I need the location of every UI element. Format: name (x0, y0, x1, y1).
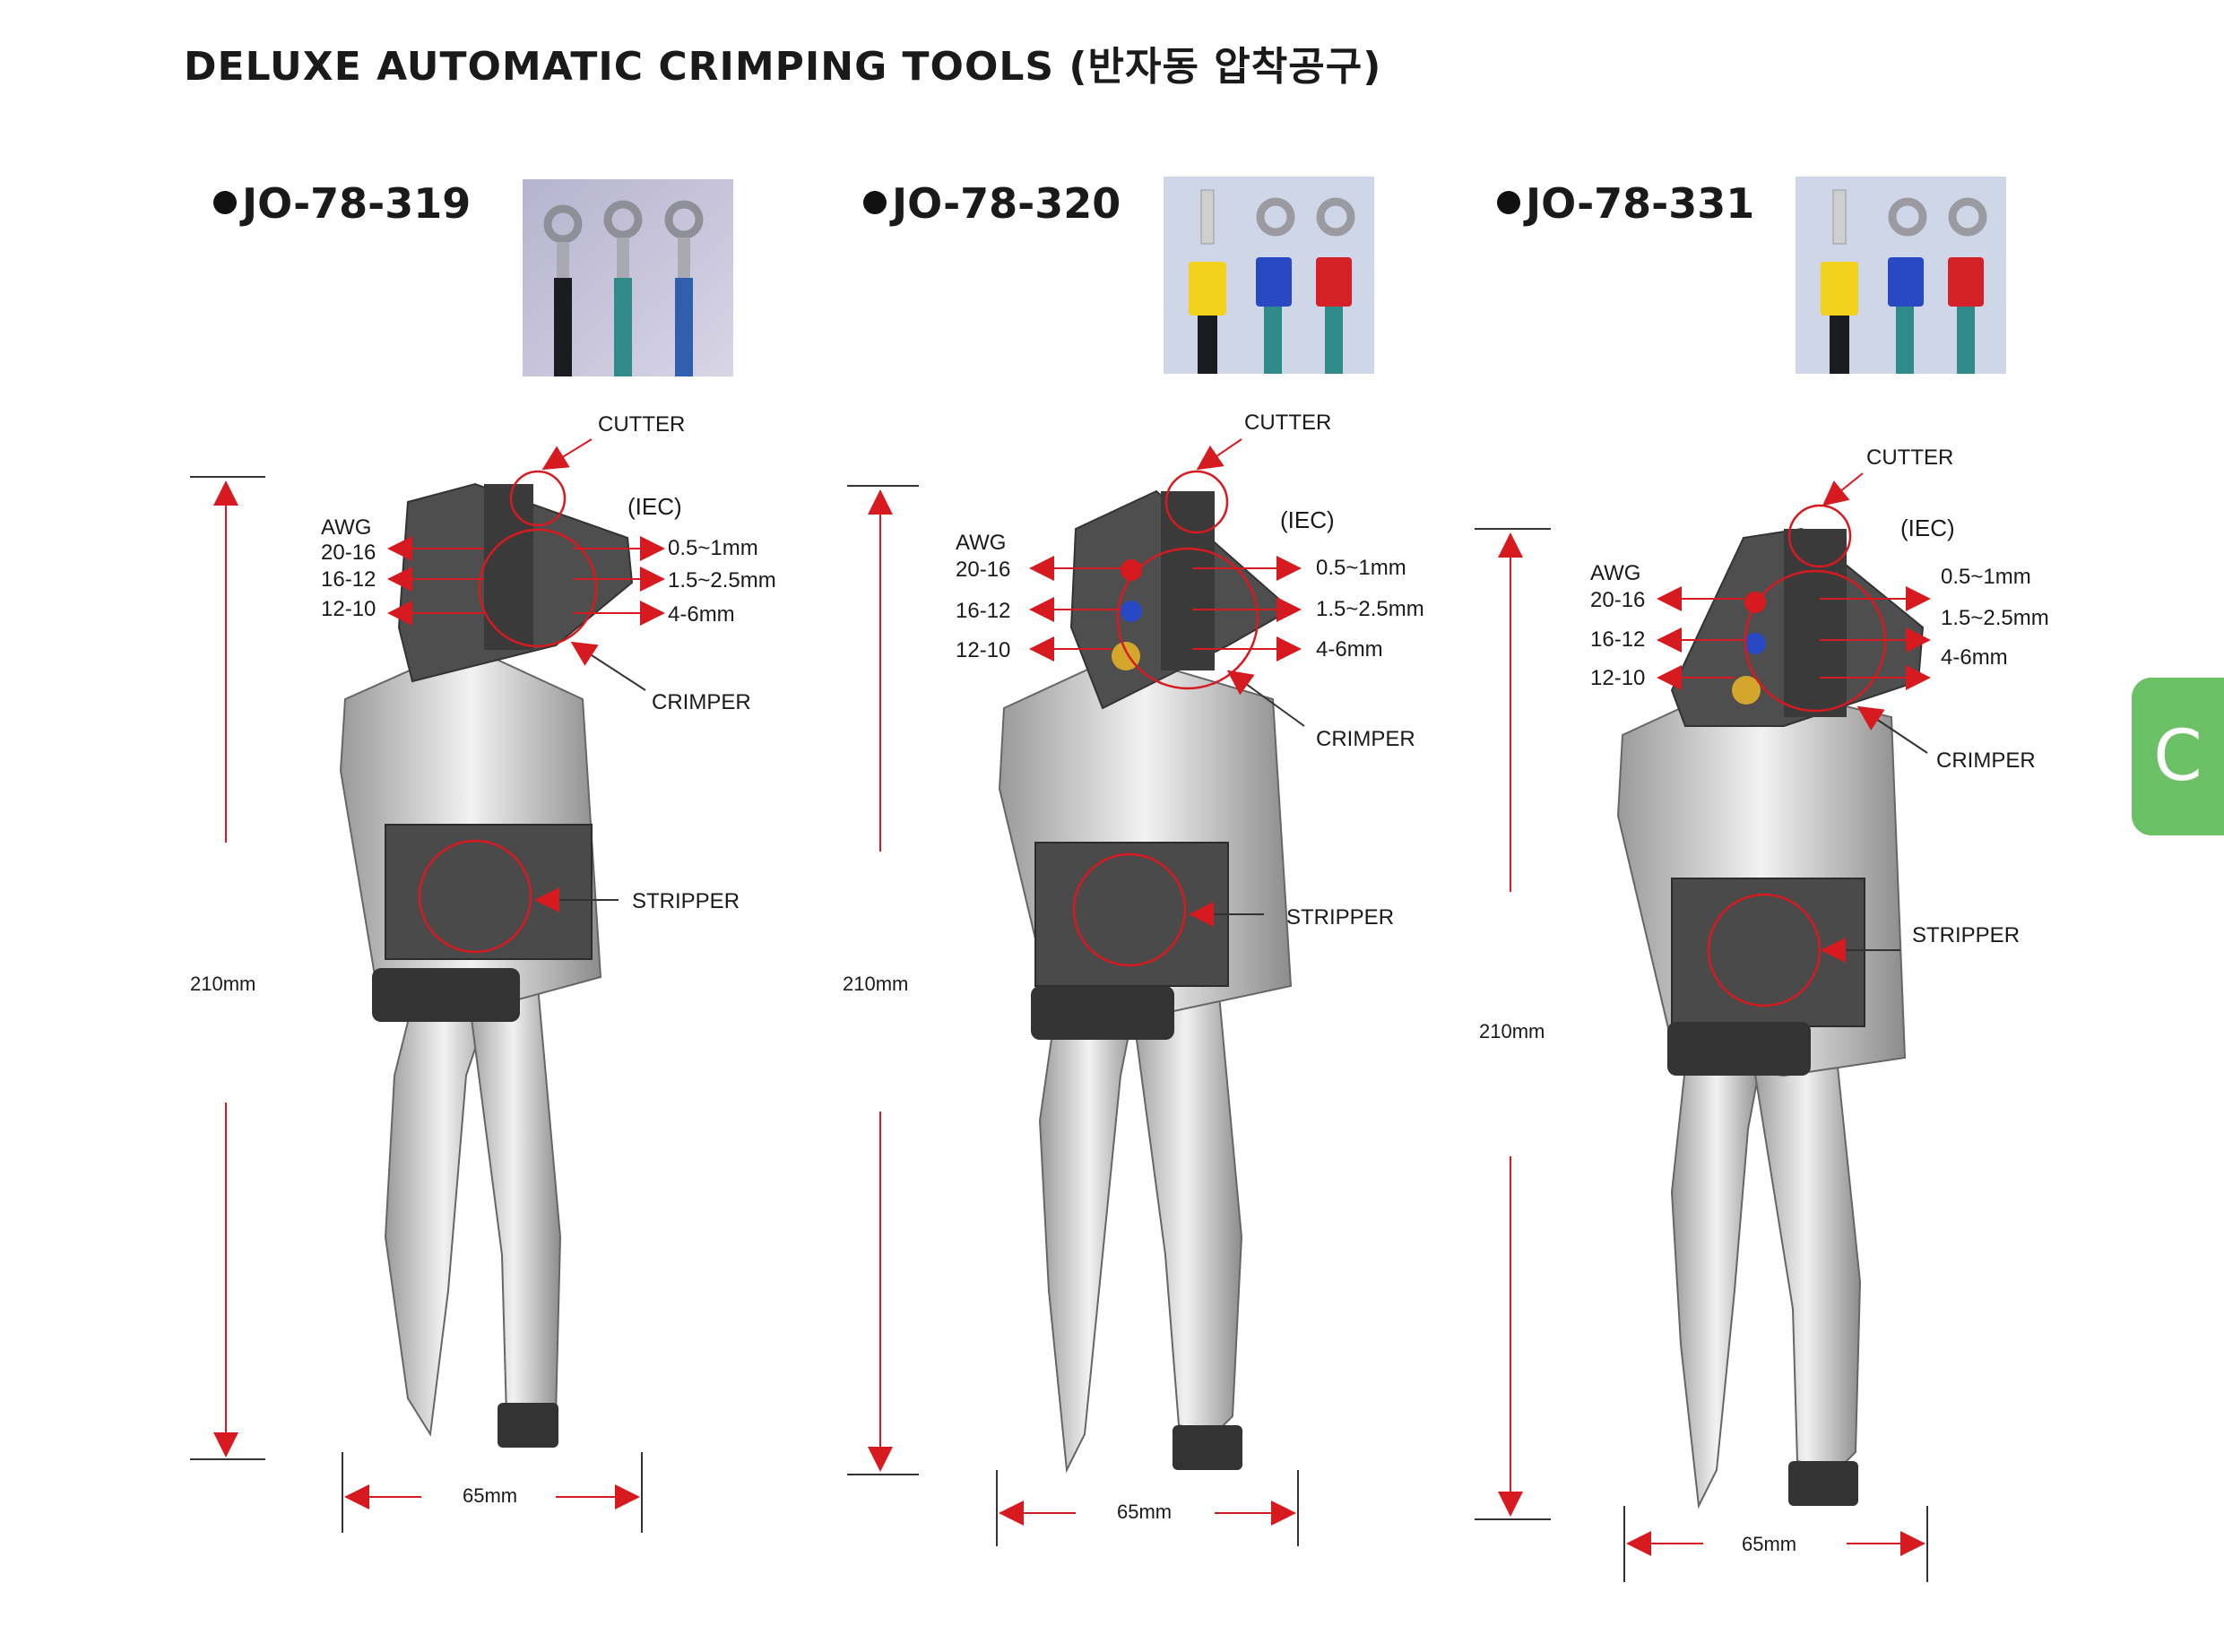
stripper-label: STRIPPER (1286, 905, 1395, 930)
terminal-photo (1796, 177, 2006, 374)
stripper-label: STRIPPER (1912, 923, 2021, 947)
mm-4-6: 4-6mm (1316, 637, 1383, 662)
model-name: JO-78-320 (863, 179, 1121, 228)
awg-title: AWG (956, 531, 1007, 555)
mm-0-5-1: 0.5~1mm (668, 536, 758, 560)
iec-label: (IEC) (1280, 506, 1335, 533)
crimper-label: CRIMPER (652, 690, 751, 714)
awg-title: AWG (321, 515, 372, 540)
page-title: DELUXE AUTOMATIC CRIMPING TOOLS (반자동 압착공… (184, 44, 1382, 90)
width-dimension: 65mm (1742, 1533, 1797, 1555)
terminal-photo (523, 179, 733, 376)
crimper-label: CRIMPER (1316, 727, 1415, 751)
stripper-label: STRIPPER (632, 889, 740, 913)
awg-12-10: 12-10 (956, 638, 1011, 662)
height-dimension: 210mm (190, 973, 256, 995)
terminal-photo (1164, 177, 1374, 374)
iec-label: (IEC) (1900, 515, 1955, 541)
cutter-label: CUTTER (1244, 411, 1332, 435)
crimper-label: CRIMPER (1936, 748, 2036, 773)
awg-12-10: 12-10 (1590, 666, 1646, 690)
height-dimension: 210mm (843, 973, 909, 995)
awg-16-12: 16-12 (321, 567, 376, 592)
cutter-label: CUTTER (1866, 445, 1954, 470)
model-name: JO-78-331 (1497, 179, 1754, 228)
height-dimension: 210mm (1479, 1020, 1545, 1042)
mm-0-5-1: 0.5~1mm (1316, 556, 1406, 580)
bullet-icon (213, 191, 237, 214)
bullet-icon (1497, 191, 1520, 214)
mm-0-5-1: 0.5~1mm (1941, 565, 2031, 589)
mm-1-5-2-5: 1.5~2.5mm (668, 568, 776, 592)
mm-1-5-2-5: 1.5~2.5mm (1941, 606, 2049, 630)
width-dimension: 65mm (463, 1484, 518, 1507)
iec-label: (IEC) (627, 493, 682, 520)
awg-16-12: 16-12 (1590, 627, 1646, 652)
mm-4-6: 4-6mm (1941, 645, 2008, 670)
awg-20-16: 20-16 (956, 558, 1011, 582)
awg-20-16: 20-16 (1590, 588, 1646, 612)
model-name: JO-78-319 (213, 179, 471, 228)
awg-12-10: 12-10 (321, 597, 376, 621)
awg-16-12: 16-12 (956, 599, 1011, 623)
mm-1-5-2-5: 1.5~2.5mm (1316, 597, 1424, 621)
mm-4-6: 4-6mm (668, 602, 735, 627)
awg-title: AWG (1590, 561, 1641, 585)
bullet-icon (863, 191, 887, 214)
section-tab[interactable]: C (2132, 678, 2224, 835)
awg-20-16: 20-16 (321, 541, 376, 565)
width-dimension: 65mm (1117, 1501, 1173, 1523)
cutter-label: CUTTER (598, 412, 686, 437)
